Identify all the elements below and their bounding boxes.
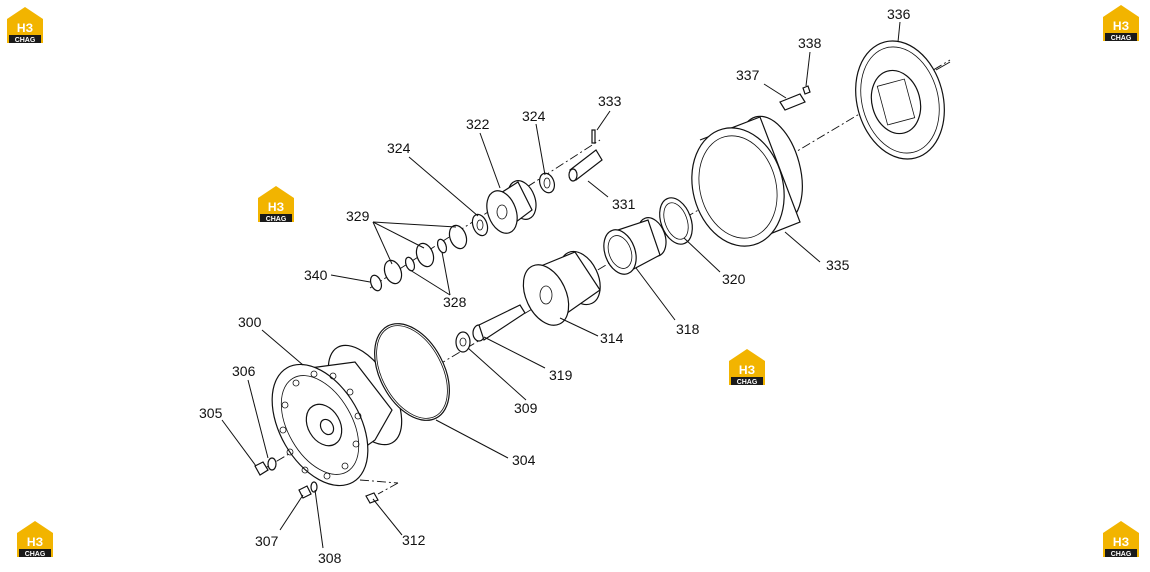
label-319: 319 (549, 367, 573, 383)
watermark-logo-left: HЗ CHAG (258, 186, 294, 223)
svg-text:HЗ: HЗ (1113, 19, 1129, 33)
watermark-logo-top-left: HЗ CHAG (7, 7, 43, 44)
carrier-336 (855, 40, 951, 160)
label-324-right: 324 (522, 108, 546, 124)
ring-328-b (404, 256, 416, 272)
bearing-329-c (383, 259, 403, 285)
label-340: 340 (304, 267, 328, 283)
o-ring-304 (374, 323, 450, 421)
label-338: 338 (798, 35, 822, 51)
seal-306 (267, 457, 277, 471)
thrust-washer-324-left (471, 213, 489, 237)
thrust-washer-324-right (538, 172, 556, 194)
label-309: 309 (514, 400, 538, 416)
ring-328-a (436, 238, 448, 254)
assembly-axes (261, 59, 951, 495)
plug-307 (298, 485, 312, 499)
label-312: 312 (402, 532, 426, 548)
svg-text:HЗ: HЗ (27, 535, 43, 549)
bearing-329-a (448, 224, 468, 250)
label-305: 305 (199, 405, 223, 421)
bolt-312 (365, 492, 379, 504)
svg-text:CHAG: CHAG (266, 216, 287, 223)
bearing-329-b (415, 242, 435, 268)
svg-text:CHAG: CHAG (737, 379, 758, 386)
svg-text:HЗ: HЗ (268, 200, 284, 214)
label-300: 300 (238, 314, 262, 330)
label-304: 304 (512, 452, 536, 468)
label-335: 335 (826, 257, 850, 273)
svg-text:HЗ: HЗ (17, 21, 33, 35)
bearing-318 (603, 217, 667, 275)
label-308: 308 (318, 550, 342, 566)
watermark-logo-top-right: HЗ CHAG (1103, 5, 1139, 42)
snap-ring-320 (659, 197, 693, 245)
part-labels: 300 304 305 306 307 308 309 312 314 318 … (199, 6, 911, 566)
svg-text:HЗ: HЗ (739, 363, 755, 377)
screw-338 (802, 85, 811, 95)
watermark-logo-bottom-left: HЗ CHAG (17, 521, 53, 558)
label-322: 322 (466, 116, 490, 132)
label-306: 306 (232, 363, 256, 379)
svg-text:CHAG: CHAG (1111, 35, 1132, 42)
label-324-left: 324 (387, 140, 411, 156)
svg-text:CHAG: CHAG (15, 37, 36, 44)
label-314: 314 (600, 330, 624, 346)
watermark-logo-center: HЗ CHAG (729, 349, 765, 386)
label-331: 331 (612, 196, 636, 212)
leader-lines (221, 21, 901, 549)
plate-337 (779, 93, 806, 111)
plug-305 (254, 461, 269, 476)
label-333: 333 (598, 93, 622, 109)
watermark-logo-bottom-right: HЗ CHAG (1103, 521, 1139, 558)
seal-308 (310, 481, 318, 493)
label-318: 318 (676, 321, 700, 337)
ring-340 (369, 274, 383, 292)
shaft-331 (568, 149, 603, 182)
gear-322 (486, 180, 537, 234)
label-336: 336 (887, 6, 911, 22)
ring-gear-335 (691, 115, 803, 247)
label-307: 307 (255, 533, 279, 549)
gear-314 (522, 250, 601, 326)
label-320: 320 (722, 271, 746, 287)
label-337: 337 (736, 67, 760, 83)
shaft-319 (472, 304, 526, 342)
pin-333 (591, 129, 596, 144)
housing-300 (271, 344, 403, 487)
svg-text:HЗ: HЗ (1113, 535, 1129, 549)
washer-309 (455, 331, 471, 353)
svg-text:CHAG: CHAG (1111, 551, 1132, 558)
label-329: 329 (346, 208, 370, 224)
svg-text:CHAG: CHAG (25, 551, 46, 558)
label-328: 328 (443, 294, 467, 310)
